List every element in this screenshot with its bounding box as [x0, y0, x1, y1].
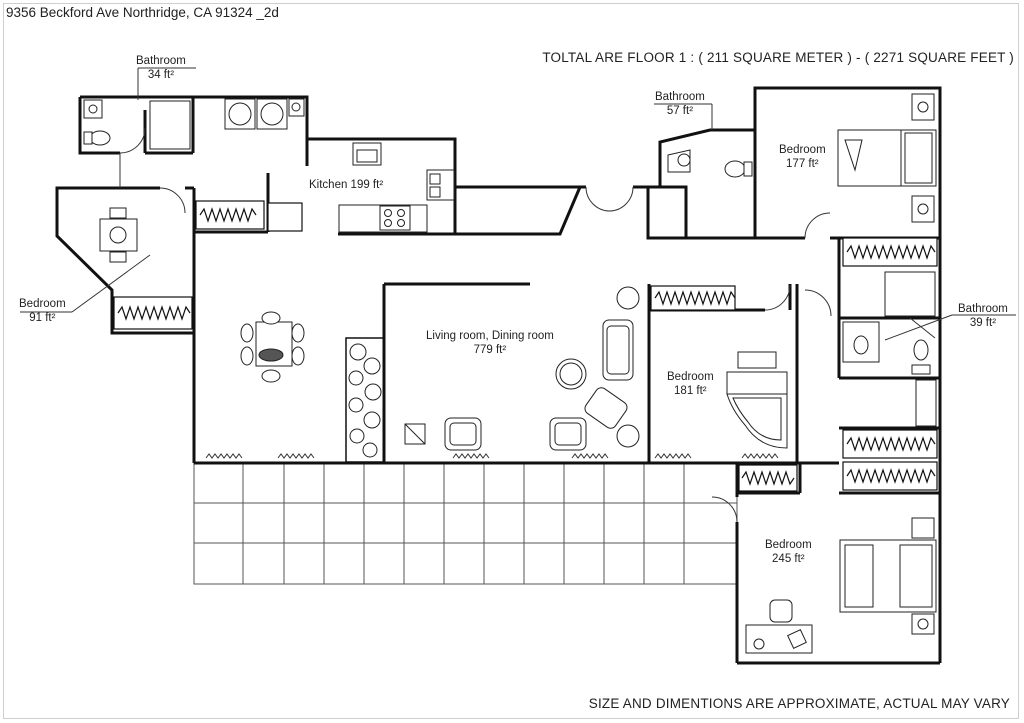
room-area: 181 ft² — [674, 385, 707, 397]
room-name: Bedroom — [667, 371, 714, 383]
room-label-bathroom-39: Bathroom 39 ft² — [958, 302, 1008, 330]
room-name: Bathroom — [136, 55, 186, 67]
room-name: Bedroom — [779, 144, 826, 156]
bottom-planters — [205, 453, 779, 459]
room-label-bedroom-177: Bedroom 177 ft² — [779, 143, 826, 171]
fixtures — [83, 93, 937, 654]
room-area: 177 ft² — [786, 158, 819, 170]
room-label-bathroom-57: Bathroom 57 ft² — [655, 90, 705, 118]
room-name: Bedroom — [765, 539, 812, 551]
leader-lines — [20, 67, 1016, 341]
room-label-kitchen: Kitchen 199 ft² — [309, 178, 383, 192]
room-area: 245 ft² — [772, 553, 805, 565]
patio-grid — [193, 462, 738, 585]
walls — [55, 86, 942, 665]
disclaimer-note: SIZE AND DIMENTIONS ARE APPROXIMATE, ACT… — [588, 696, 1010, 711]
room-area: 39 ft² — [969, 317, 997, 329]
room-label-living-dining: Living room, Dining room 779 ft² — [426, 329, 554, 357]
page-frame — [3, 3, 1019, 719]
room-name: Bathroom — [655, 91, 705, 103]
room-area: 779 ft² — [473, 344, 507, 356]
room-label-bedroom-245: Bedroom 245 ft² — [765, 538, 812, 566]
address-title: 9356 Beckford Ave Northridge, CA 91324 _… — [6, 5, 279, 20]
total-area-label: TOLTAL ARE FLOOR 1 : ( 211 SQUARE METER … — [542, 50, 1014, 65]
room-label-bedroom-91: Bedroom 91 ft² — [19, 297, 66, 325]
closets — [113, 200, 938, 492]
room-label-bedroom-181: Bedroom 181 ft² — [667, 370, 714, 398]
room-name: Bedroom — [19, 298, 66, 310]
room-label-bathroom-34: Bathroom 34 ft² — [136, 54, 186, 82]
door-swings — [119, 127, 936, 523]
room-area: 34 ft² — [147, 69, 175, 81]
room-name: Kitchen 199 ft² — [309, 179, 384, 191]
room-name: Living room, Dining room — [426, 330, 554, 342]
room-name: Bathroom — [958, 303, 1008, 315]
room-area: 91 ft² — [29, 312, 56, 324]
room-area: 57 ft² — [666, 105, 694, 117]
